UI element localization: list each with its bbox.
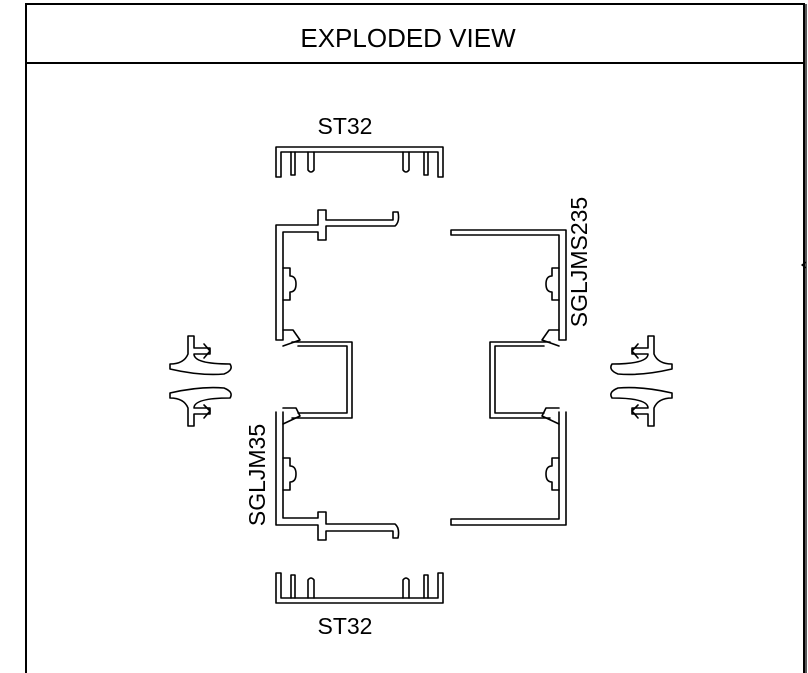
right-sgljms235-profile	[450, 229, 567, 526]
bottom-part-label: ST32	[318, 613, 373, 639]
top-st32-profile	[275, 146, 444, 178]
drawing-title: EXPLODED VIEW	[300, 23, 516, 53]
right-part-label: SGLJMS235	[566, 197, 592, 327]
snap-arrow-icon	[169, 335, 232, 376]
drawing-frame	[25, 3, 805, 673]
edge-marker	[800, 261, 807, 269]
snap-arrow-icon	[169, 386, 232, 427]
snap-arrow-icon	[610, 386, 673, 427]
top-part-label: ST32	[318, 113, 373, 139]
left-sgljm35-profile	[275, 209, 400, 541]
left-part-label: SGLJM35	[244, 424, 270, 526]
bottom-st32-profile	[275, 572, 444, 604]
snap-arrow-icon	[610, 335, 673, 376]
